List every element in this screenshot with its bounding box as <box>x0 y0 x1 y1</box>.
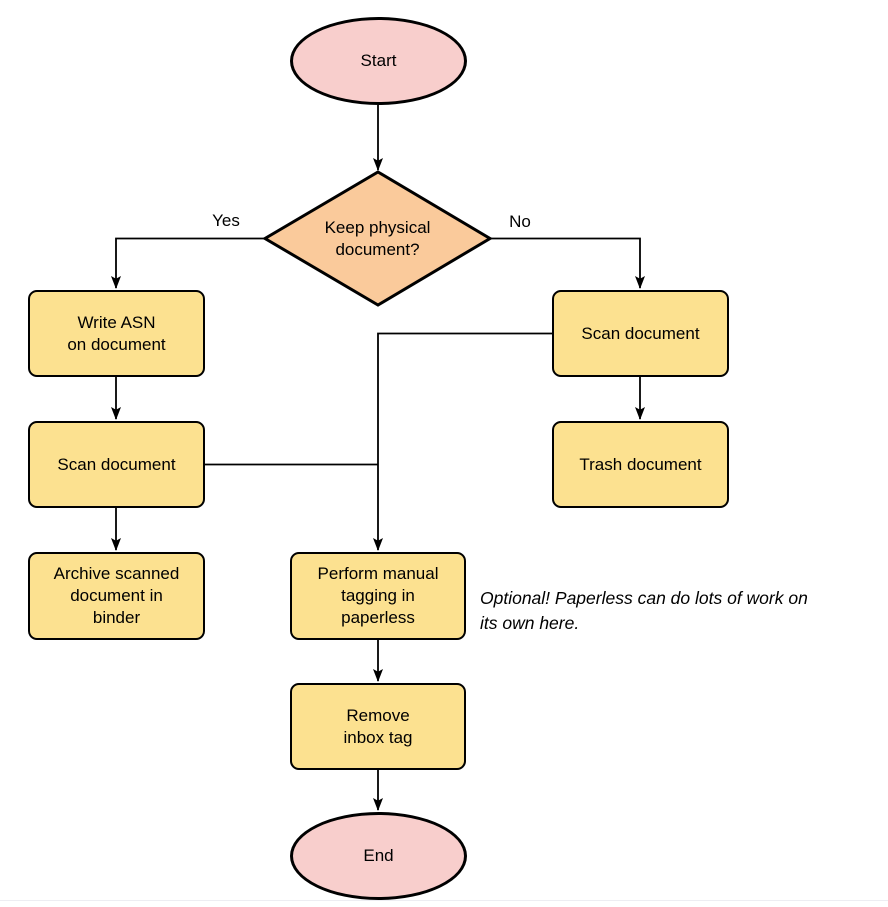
edge-label-no: No <box>509 212 531 231</box>
node-decision: Keep physical document? <box>265 172 490 305</box>
node-end: End <box>290 812 467 900</box>
node-decision-shape <box>262 170 493 307</box>
optional-note: Optional! Paperless can do lots of work … <box>480 588 808 633</box>
edge-decision-no-to-scan-right <box>490 237 645 289</box>
edge-scan-right-to-tagging <box>373 332 552 551</box>
node-decision-label: Keep physical document? <box>324 217 431 259</box>
node-scan-document-left-label: Scan document <box>57 454 176 474</box>
node-write-asn: Write ASN on document <box>28 290 205 377</box>
bottom-divider <box>0 900 888 901</box>
node-scan-document-right-label: Scan document <box>581 323 700 343</box>
node-scan-document-left: Scan document <box>28 421 205 508</box>
edge-decision-yes-to-write-asn <box>111 237 265 289</box>
node-remove-inbox-tag-label: Remove inbox tag <box>343 705 413 747</box>
node-trash-document-label: Trash document <box>579 454 702 474</box>
node-remove-inbox-tag: Remove inbox tag <box>290 683 466 770</box>
node-start: Start <box>290 17 467 105</box>
node-archive-binder-label: Archive scanned document in binder <box>53 564 180 627</box>
node-write-asn-label: Write ASN on document <box>67 312 166 354</box>
node-scan-document-right: Scan document <box>552 290 729 377</box>
node-start-label: Start <box>360 51 397 70</box>
node-manual-tagging-label: Perform manual tagging in paperless <box>317 564 439 627</box>
node-archive-binder: Archive scanned document in binder <box>28 552 205 640</box>
node-trash-document: Trash document <box>552 421 729 508</box>
edge-label-yes: Yes <box>212 211 240 230</box>
node-manual-tagging: Perform manual tagging in paperless <box>290 552 466 640</box>
node-end-label: End <box>363 846 394 865</box>
